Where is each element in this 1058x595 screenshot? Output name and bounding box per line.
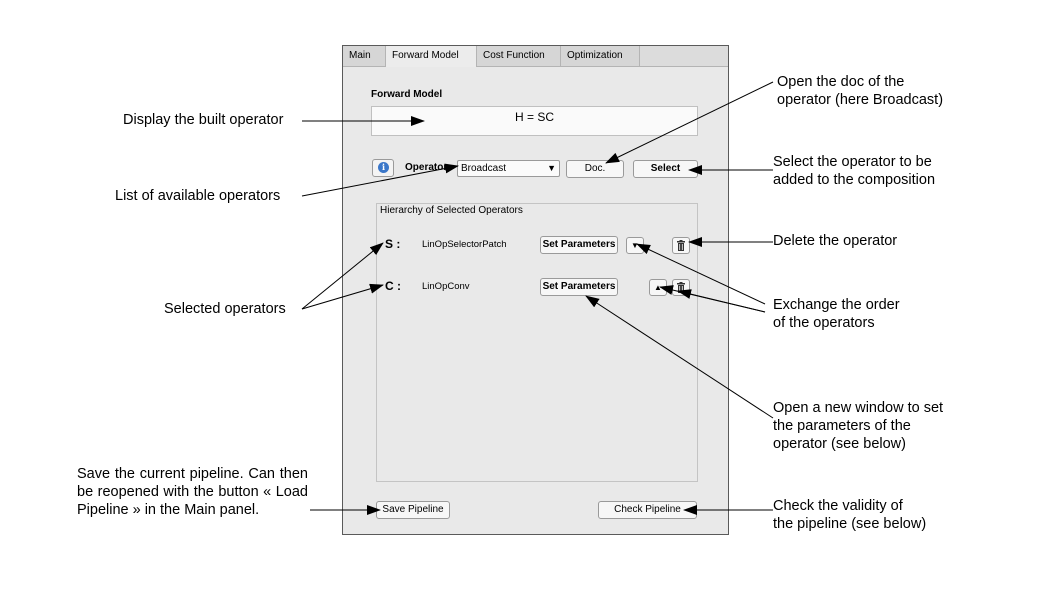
- delete-button[interactable]: [672, 237, 690, 254]
- annotation-selected: Selected operators: [164, 301, 286, 317]
- set-parameters-button[interactable]: Set Parameters: [540, 278, 618, 296]
- move-down-button[interactable]: ▼: [626, 237, 644, 254]
- annotation-list: List of available operators: [115, 188, 281, 204]
- annotation-line: operator (see below): [773, 436, 906, 452]
- annotation-line: Open the doc of the: [777, 74, 905, 90]
- info-icon: i: [378, 162, 389, 173]
- delete-button[interactable]: [672, 279, 690, 296]
- tab-cost-function[interactable]: Cost Function: [477, 46, 561, 66]
- annotation-exchange: Exchange the order of the operators: [773, 296, 900, 332]
- arrow-down-icon: ▼: [631, 241, 639, 250]
- annotation-line: operator (here Broadcast): [777, 92, 944, 108]
- annotation-display: Display the built operator: [123, 112, 284, 128]
- forward-model-window: Main Forward Model Cost Function Optimiz…: [342, 45, 729, 535]
- chevron-down-icon: ▼: [547, 163, 556, 173]
- move-up-button[interactable]: ▲: [649, 279, 667, 296]
- doc-button[interactable]: Doc.: [566, 160, 624, 178]
- operator-letter: S :: [385, 237, 401, 251]
- annotation-line: Check the validity of: [773, 498, 903, 514]
- annotation-line: added to the composition: [773, 172, 936, 188]
- annotation-line: Select the operator to be: [773, 154, 932, 170]
- annotation-line: the pipeline (see below): [773, 516, 927, 532]
- hierarchy-panel: Hierarchy of Selected Operators S : LinO…: [376, 203, 698, 482]
- annotation-delete: Delete the operator: [773, 233, 898, 249]
- arrow-up-icon: ▲: [654, 283, 662, 292]
- tab-forward-model[interactable]: Forward Model: [386, 46, 477, 67]
- trash-icon: [677, 282, 685, 293]
- set-parameters-button[interactable]: Set Parameters: [540, 236, 618, 254]
- operator-letter: C :: [385, 279, 401, 293]
- operator-display: H = SC: [371, 106, 698, 136]
- info-button[interactable]: i: [372, 159, 394, 177]
- annotation-line: the parameters of the: [773, 418, 911, 434]
- annotation-save: Save the current pipeline. Can then be r…: [77, 466, 308, 518]
- annotation-select: Select the operator to be added to the c…: [773, 153, 935, 189]
- operator-select[interactable]: Broadcast ▼: [457, 160, 560, 177]
- check-pipeline-button[interactable]: Check Pipeline: [598, 501, 697, 519]
- tab-main[interactable]: Main: [343, 46, 386, 66]
- operator-select-value: Broadcast: [461, 163, 507, 174]
- operator-label: Operator: [405, 162, 448, 173]
- select-button[interactable]: Select: [633, 160, 698, 178]
- annotation-check: Check the validity of the pipeline (see …: [773, 497, 926, 533]
- annotation-params: Open a new window to set the parameters …: [773, 399, 943, 453]
- tab-optimization[interactable]: Optimization: [561, 46, 640, 66]
- tab-bar: Main Forward Model Cost Function Optimiz…: [343, 46, 728, 67]
- section-title: Forward Model: [371, 89, 443, 100]
- annotation-doc: Open the doc of the operator (here Broad…: [777, 73, 943, 109]
- hierarchy-title: Hierarchy of Selected Operators: [380, 205, 523, 216]
- operator-name: LinOpConv: [422, 281, 470, 292]
- trash-icon: [677, 240, 685, 251]
- save-pipeline-button[interactable]: Save Pipeline: [376, 501, 450, 519]
- annotation-line: Open a new window to set: [773, 400, 944, 416]
- annotation-line: of the operators: [773, 315, 875, 331]
- annotation-line: Exchange the order: [773, 297, 900, 313]
- operator-name: LinOpSelectorPatch: [422, 239, 507, 250]
